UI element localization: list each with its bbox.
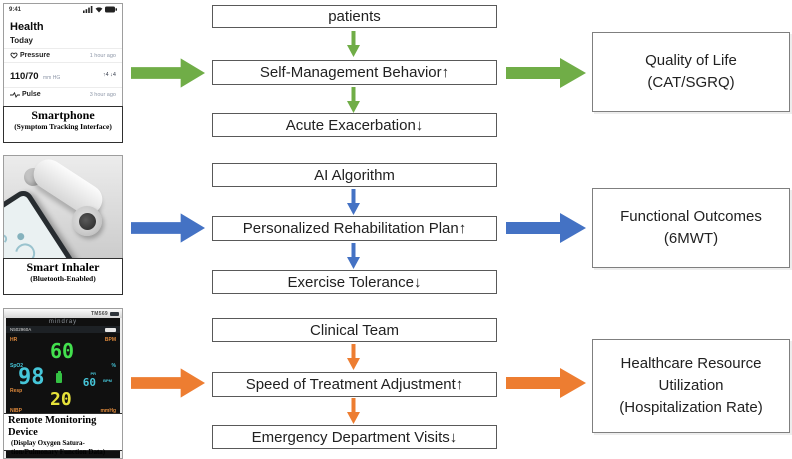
outcome-line: (6MWT) [663,230,719,247]
device-subtitle-line1: (Display Oxygen Satura- [11,439,85,447]
device-title: Smart Inhaler [26,260,100,274]
monitor-model: TM569 [90,310,108,317]
inhaler-mouthpiece [72,206,102,236]
health-app-title: Health [10,21,44,33]
monitor-patient-bar: N502960A [6,326,120,333]
spo2-label: SpO2 [10,363,24,369]
pulse-icon [10,91,20,98]
signal-icon [83,6,93,13]
device-card-remote-monitor: TM569 mindray N502960A HR BPM 60 SpO2 % … [3,308,123,459]
box-clinical-team-label: Clinical Team [310,321,399,339]
smart-inhaler-photo [4,156,122,258]
outcome-healthcare-resource-utilization: Healthcare Resource Utilization (Hospita… [592,339,790,433]
spo2-value: 98 [18,365,45,390]
green-arrow-right-icon [506,58,586,88]
box-speed-of-treatment-adjustment: Speed of Treatment Adjustment↑ [212,372,497,397]
blue-arrow-right-icon [131,213,205,243]
outcome-quality-of-life: Quality of Life (CAT/SGRQ) [592,32,790,112]
box-treatment-speed-label: Speed of Treatment Adjustment↑ [245,376,464,393]
box-emergency-department-visits: Emergency Department Visits↓ [212,425,497,449]
smartphone-caption: Smartphone (Symptom Tracking Interface) [3,106,123,143]
device-card-smartphone: 9:41 Health Today Pressure 1 hour ago 11… [3,3,123,143]
orange-arrow-right-icon [131,368,205,398]
box-ai-algorithm: AI Algorithm [212,163,497,187]
monitor-badge [110,311,119,316]
monitor-bezel: TM569 [4,309,122,318]
pr-label: PR [90,371,96,376]
battery-icon [105,6,117,13]
health-app-section: Today [10,36,33,45]
pulse-label: Pulse [22,91,41,98]
box-patients: patients [212,5,497,28]
nibp-unit: mmHg [100,408,116,414]
wifi-icon [95,7,103,13]
device-card-smart-inhaler: Smart Inhaler (Bluetooth-Enabled) [3,155,123,295]
alarm-indicator [105,327,116,332]
pressure-label: Pressure [20,52,50,59]
device-title: Smartphone [31,108,95,122]
blood-pressure-delta: ↑4 ↓4 [102,72,116,78]
orange-arrow-right-icon [506,368,586,398]
orange-arrow-down-icon [347,344,360,370]
device-subtitle: (Symptom Tracking Interface) [14,122,112,131]
pressure-timestamp: 1 hour ago [89,52,116,59]
outcome-line: (Hospitalization Rate) [619,398,763,416]
device-subtitle: (Bluetooth-Enabled) [30,274,96,283]
blue-arrow-right-icon [506,213,586,243]
box-self-management-behavior: Self-Management Behavior↑ [212,60,497,85]
health-app-screenshot: 9:41 Health Today Pressure 1 hour ago 11… [4,4,122,106]
outcome-line: Quality of Life [645,52,737,70]
resp-value: 20 [50,389,72,410]
box-acute-exacerbation: Acute Exacerbation↓ [212,113,497,137]
pulse-row: Pulse 3 hour ago [4,87,122,101]
orange-arrow-down-icon [347,398,360,424]
box-self-management-label: Self-Management Behavior↑ [259,64,450,81]
outcome-line: Healthcare Resource Utilization [620,355,762,395]
green-arrow-down-icon [347,31,360,57]
pr-unit: BPM [103,378,112,383]
smart-inhaler-caption: Smart Inhaler (Bluetooth-Enabled) [3,258,123,295]
blue-arrow-down-icon [347,189,360,215]
pulse-timestamp: 3 hour ago [89,91,116,98]
device-subtitle-line2: tion/Pulmonary Function Data) [11,447,106,456]
box-acute-exacerbation-label: Acute Exacerbation↓ [285,116,424,134]
blue-arrow-down-icon [347,243,360,269]
spo2-unit: % [111,363,116,369]
green-arrow-right-icon [131,58,205,88]
green-arrow-down-icon [347,87,360,113]
status-time: 9:41 [9,6,22,13]
monitor-brand: mindray [48,319,78,325]
box-clinical-team: Clinical Team [212,318,497,342]
nibp-label: NIBP [10,408,22,414]
hr-value: 60 [50,339,75,363]
box-personalized-rehabilitation-plan: Personalized Rehabilitation Plan↑ [212,216,497,241]
device-title: Remote Monitoring Device [8,415,97,438]
box-ed-visits-label: Emergency Department Visits↓ [251,428,458,446]
outcome-line: Functional Outcomes [620,208,762,226]
outcome-line: (CAT/SGRQ) [647,74,735,91]
resp-label: Resp [10,388,23,394]
blood-pressure-value: 110/70 [10,71,39,82]
box-patients-label: patients [328,8,381,25]
box-exercise-tolerance-label: Exercise Tolerance↓ [287,273,422,291]
patient-id: N502960A [10,327,32,332]
hr-label: HR [10,337,18,343]
outcome-functional-outcomes: Functional Outcomes (6MWT) [592,188,790,268]
hr-unit: BPM [104,337,116,343]
box-ai-algorithm-label: AI Algorithm [314,166,395,184]
remote-monitor-caption: Remote Monitoring Device (Display Oxygen… [4,413,122,456]
heart-icon [10,52,18,59]
box-rehab-plan-label: Personalized Rehabilitation Plan↑ [242,220,467,237]
patient-monitor-photo: TM569 mindray N502960A HR BPM 60 SpO2 % … [4,309,122,458]
blood-pressure-unit: mm HG [43,75,61,81]
pr-value: 60 [82,376,96,389]
pressure-reading-row: 110/70 mm HG ↑4 ↓4 [4,62,122,87]
pressure-row: Pressure 1 hour ago [4,48,122,62]
monitor-battery-icon [56,371,62,383]
box-exercise-tolerance: Exercise Tolerance↓ [212,270,497,294]
